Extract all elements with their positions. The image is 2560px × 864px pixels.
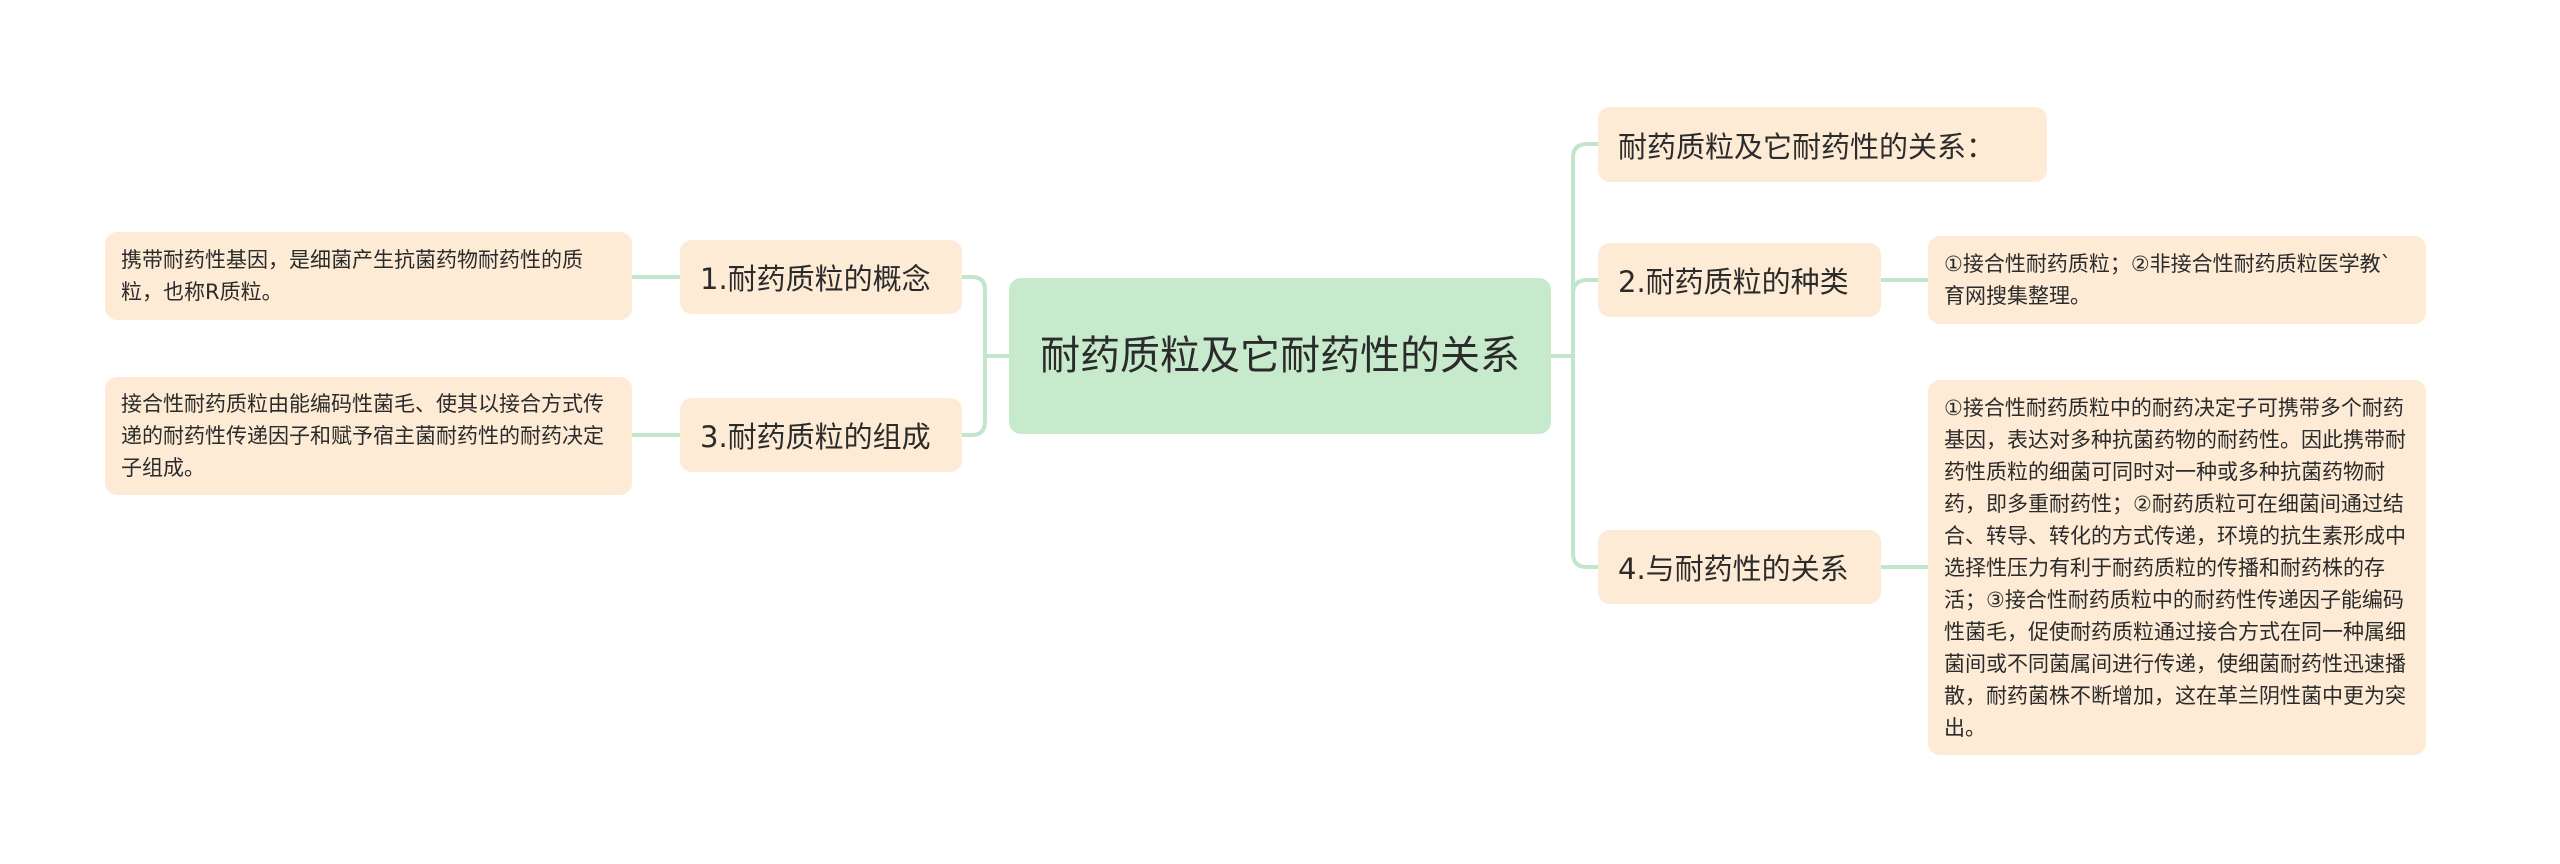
branch-label: 3.耐药质粒的组成 bbox=[700, 420, 931, 454]
branch-concept[interactable]: 1.耐药质粒的概念 bbox=[680, 240, 962, 314]
leaf-text: 携带耐药性基因，是细菌产生抗菌药物耐药性的质粒，也称R质粒。 bbox=[121, 248, 583, 304]
leaf-composition[interactable]: 接合性耐药质粒由能编码性菌毛、使其以接合方式传递的耐药性传递因子和赋予宿主菌耐药… bbox=[105, 377, 632, 495]
leaf-text: ①接合性耐药质粒中的耐药决定子可携带多个耐药基因，表达对多种抗菌药物的耐药性。因… bbox=[1944, 395, 2406, 740]
root-label: 耐药质粒及它耐药性的关系 bbox=[1040, 333, 1520, 379]
branch-composition[interactable]: 3.耐药质粒的组成 bbox=[680, 398, 962, 472]
root-node[interactable]: 耐药质粒及它耐药性的关系 bbox=[1009, 278, 1551, 434]
branch-relation-heading[interactable]: 耐药质粒及它耐药性的关系： bbox=[1598, 107, 2047, 182]
leaf-concept[interactable]: 携带耐药性基因，是细菌产生抗菌药物耐药性的质粒，也称R质粒。 bbox=[105, 232, 632, 320]
branch-label: 耐药质粒及它耐药性的关系： bbox=[1618, 129, 1996, 164]
branch-label: 4.与耐药性的关系 bbox=[1618, 552, 1849, 586]
branch-label: 2.耐药质粒的种类 bbox=[1618, 265, 1849, 299]
branch-label: 1.耐药质粒的概念 bbox=[700, 262, 931, 296]
leaf-text: ①接合性耐药质粒；②非接合性耐药质粒医学教`育网搜集整理。 bbox=[1944, 252, 2392, 308]
leaf-types[interactable]: ①接合性耐药质粒；②非接合性耐药质粒医学教`育网搜集整理。 bbox=[1928, 236, 2426, 324]
branch-types[interactable]: 2.耐药质粒的种类 bbox=[1598, 243, 1881, 317]
leaf-resistance-relation[interactable]: ①接合性耐药质粒中的耐药决定子可携带多个耐药基因，表达对多种抗菌药物的耐药性。因… bbox=[1928, 380, 2426, 755]
branch-resistance-relation[interactable]: 4.与耐药性的关系 bbox=[1598, 530, 1881, 604]
leaf-text: 接合性耐药质粒由能编码性菌毛、使其以接合方式传递的耐药性传递因子和赋予宿主菌耐药… bbox=[121, 392, 604, 480]
